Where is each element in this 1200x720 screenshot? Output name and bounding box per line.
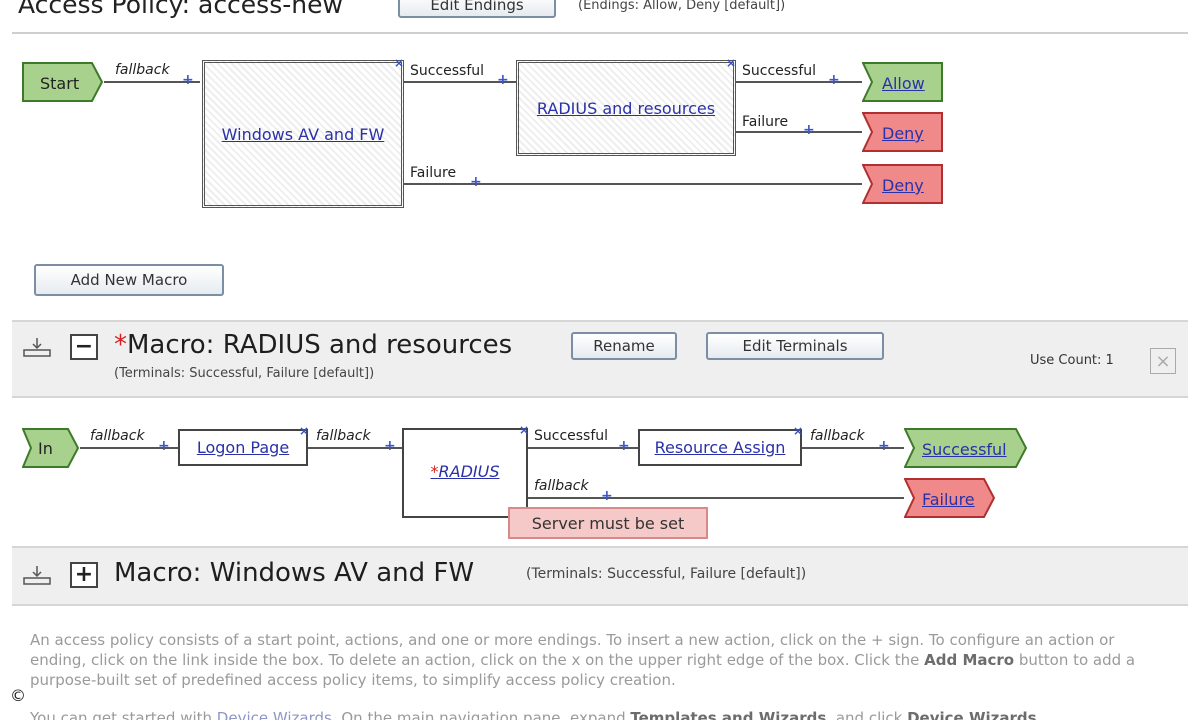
help-text: , and click [826,709,908,720]
delete-x-icon[interactable]: × [298,424,309,438]
macro-windows-title: Macro: Windows AV and FW [114,558,475,588]
deny-link[interactable]: Deny [882,124,924,143]
insert-plus[interactable]: + [618,438,630,454]
edit-endings-button[interactable]: Edit Endings [398,0,556,18]
unsaved-star: * [114,330,127,360]
connector [802,447,904,449]
connector [736,81,862,83]
radius-link[interactable]: *RADIUS [431,462,500,481]
macro-radius-title: *Macro: RADIUS and resources [114,330,512,360]
insert-plus[interactable]: + [828,72,840,88]
device-wizards-link[interactable]: Device Wizards [216,709,332,720]
connector [308,447,402,449]
insert-plus[interactable]: + [158,438,170,454]
help-paragraph-2: You can get started with Device Wizards.… [30,708,1165,720]
successful-label: Successful [742,63,817,79]
insert-plus[interactable]: + [803,122,815,138]
insert-plus[interactable]: + [878,438,890,454]
expand-icon[interactable]: + [70,562,98,588]
logon-page-box: Logon Page × [178,424,309,466]
connector [404,183,862,185]
edit-terminals-button[interactable]: Edit Terminals [706,332,884,360]
windows-av-fw-link[interactable]: Windows AV and FW [221,124,385,144]
in-node [22,428,80,468]
help-text: button to add a purpose-built set of pre… [30,651,1136,689]
allow-link[interactable]: Allow [882,74,925,93]
collapse-icon[interactable]: − [70,334,98,360]
page-title: Access Policy: access-new [18,0,343,19]
insert-plus[interactable]: + [182,72,194,88]
insert-plus[interactable]: + [601,488,613,504]
failure-terminal-node [904,478,996,518]
deny-link[interactable]: Deny [882,176,924,195]
radius-link-text: RADIUS [438,461,500,481]
connector [104,81,200,83]
copyright-mark: © [10,686,26,705]
fallback-label: fallback [316,428,371,444]
fallback-label: fallback [90,428,145,444]
close-macro-icon[interactable]: × [1150,348,1176,374]
resource-assign-box: Resource Assign × [638,424,803,466]
failure-terminal-link[interactable]: Failure [922,490,975,509]
insert-plus[interactable]: + [470,174,482,190]
resource-assign-link[interactable]: Resource Assign [654,438,786,457]
fallback-label: fallback [810,428,865,444]
failure-label: Failure [410,165,457,181]
logon-page-link[interactable]: Logon Page [196,438,290,457]
insert-plus[interactable]: + [384,438,396,454]
drag-handle-icon[interactable] [22,564,52,586]
help-bold: Device Wizards [907,709,1037,720]
connector [80,447,178,449]
help-paragraph-1: An access policy consists of a start poi… [30,630,1165,690]
endings-note: (Endings: Allow, Deny [default]) [578,0,786,13]
successful-terminal-link[interactable]: Successful [922,440,1007,459]
macro-radius-terminals-note: (Terminals: Successful, Failure [default… [114,366,375,381]
connector [528,497,904,499]
delete-x-icon[interactable]: × [792,424,803,438]
connector [736,131,862,133]
help-text: An access policy consists of a start poi… [30,631,1115,669]
radius-resources-link[interactable]: RADIUS and resources [536,98,716,118]
radius-box: *RADIUS × [402,423,529,518]
fallback-label: fallback [534,478,589,494]
windows-av-fw-box: Windows AV and FW × [202,56,404,208]
insert-plus[interactable]: + [497,72,509,88]
macro-radius-title-text: Macro: RADIUS and resources [127,330,513,360]
help-bold: Add Macro [924,651,1015,669]
unsaved-star: * [430,461,439,481]
delete-x-icon[interactable]: × [725,56,736,70]
rename-button[interactable]: Rename [571,332,677,360]
error-tooltip: Server must be set [508,507,708,539]
macro-windows-terminals-note: (Terminals: Successful, Failure [default… [526,566,807,582]
allow-ending-node [862,62,943,102]
deny-ending-node [862,164,943,204]
help-text: . On the main navigation pane, expand [331,709,631,720]
deny-ending-node [862,112,943,152]
connector [528,447,638,449]
start-label: Start [40,74,80,93]
successful-terminal-node [904,428,1028,468]
radius-resources-box: RADIUS and resources × [516,56,736,156]
use-count: Use Count: 1 [1030,353,1114,368]
header-divider [12,32,1188,34]
add-new-macro-button[interactable]: Add New Macro [34,264,224,296]
delete-x-icon[interactable]: × [518,423,529,437]
connector [404,81,516,83]
in-label: In [38,439,53,458]
drag-handle-icon[interactable] [22,336,52,358]
start-node [22,62,104,102]
macro-windows-header [12,546,1188,606]
failure-label: Failure [742,114,789,130]
help-bold: Templates and Wizards [630,709,827,720]
fallback-label: fallback [115,62,170,78]
successful-label: Successful [410,63,485,79]
delete-x-icon[interactable]: × [393,56,404,70]
successful-label: Successful [534,428,609,444]
help-text: You can get started with [30,709,217,720]
